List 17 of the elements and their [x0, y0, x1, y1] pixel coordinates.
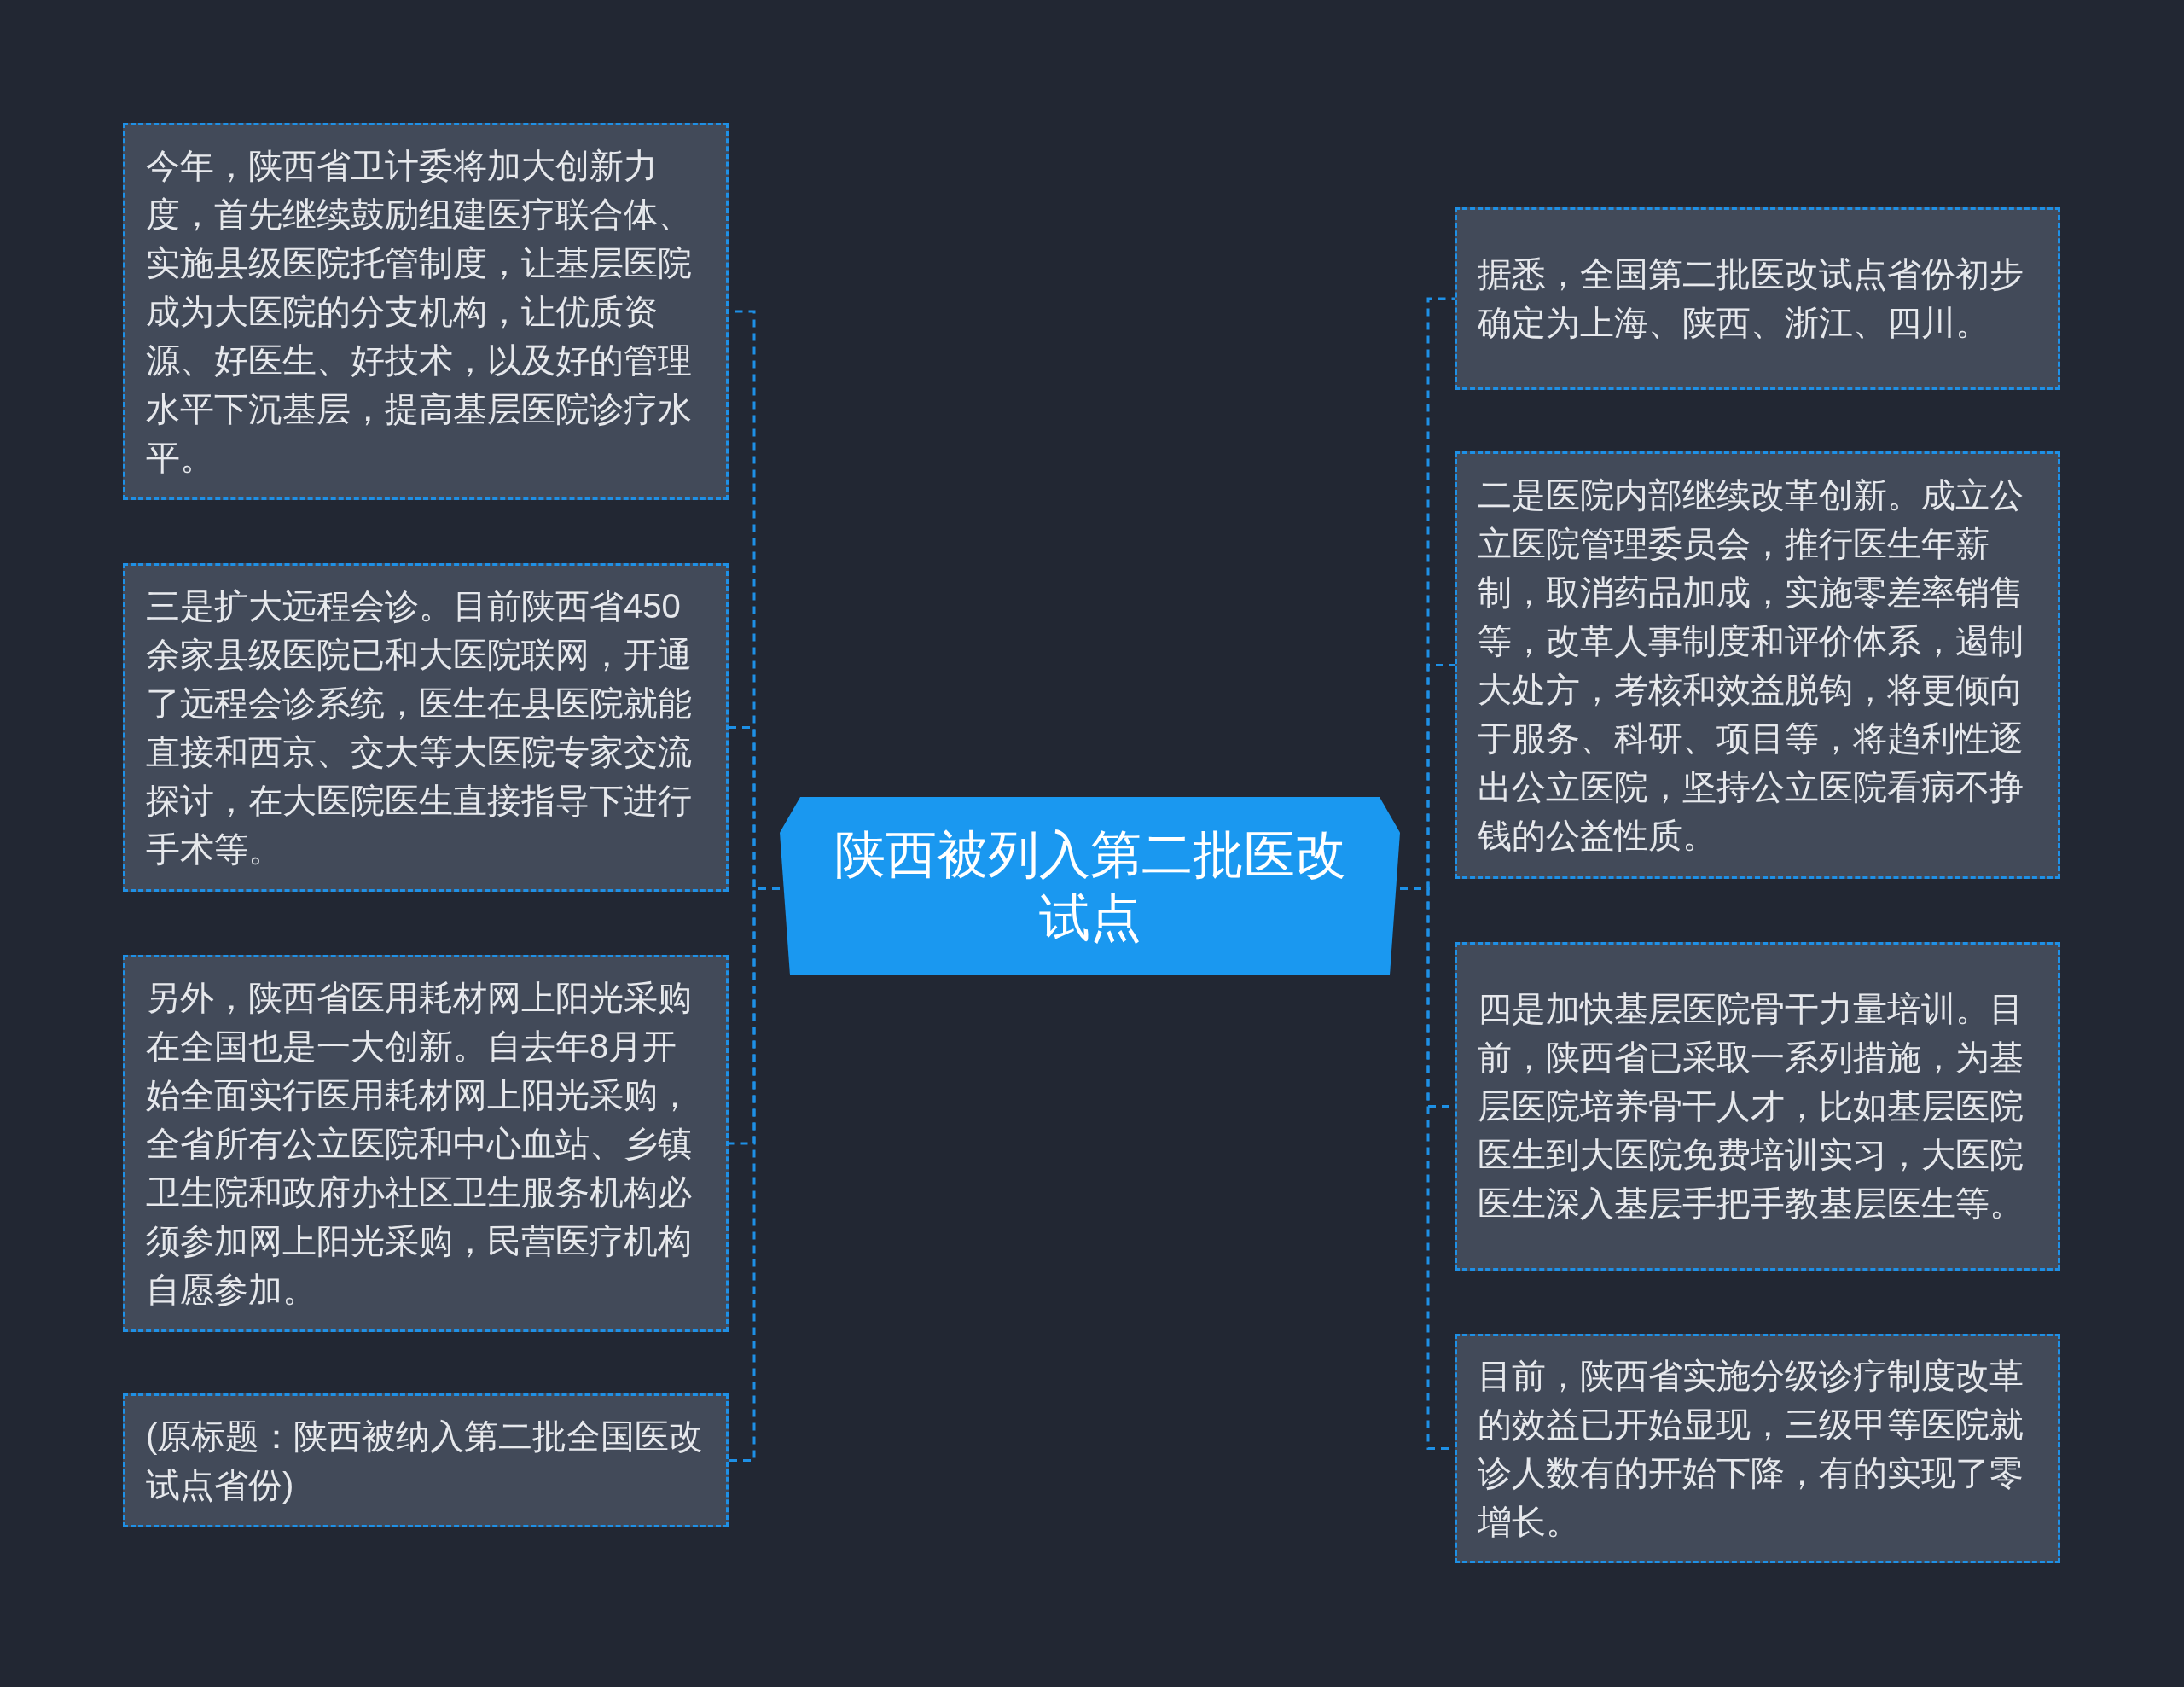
- text-box: [1455, 942, 2060, 1271]
- paragraph: 另外，陕西省医用耗材网上阳光采购在全国也是一大创新。自去年8月开始全面实行医用耗材网上阳光采购，全省所有公立医院和中心血站、乡镇卫生院和政府办社区卫生服务机构必须参加网上阳光采购，民营医疗机构自愿参加。: [146, 977, 693, 1310]
- paragraph: 今年，陕西省卫计委将加大创新力度，首先继续鼓励组建医疗联合体、实施县级医院托管制度，让基层医院成为大医院的分支机构，让优质资源、好医生、好技术，以及好的管理水平下沉基层，提高基层医院诊疗水平。: [146, 145, 693, 478]
- paragraph: 据悉，全国第二批医改试点省份初步确定为上海、陕西、浙江、四川。: [1478, 254, 2024, 343]
- paragraph: (原标题：陕西被纳入第二批全国医改试点省份): [146, 1416, 705, 1505]
- paragraph: 四是加快基层医院骨干力量培训。目前，陕西省已采取一系列措施，为基层医院培养骨干人才，比如基层医院医生到大医院免费培训实习，大医院医生深入基层手把手教基层医生等。: [1478, 989, 2024, 1224]
- text-box: [1455, 451, 2060, 879]
- text-box: [1455, 1334, 2060, 1563]
- paragraph: 三是扩大远程会诊。目前陕西省450余家县级医院已和大医院联网，开通了远程会诊系统，医生在县医院就能直接和西京、交大等大医院专家交流探讨，在大医院医生直接指导下进行手术等。: [146, 585, 693, 870]
- text-box: [1455, 207, 2060, 390]
- text-box: [123, 1393, 729, 1527]
- paragraph: 二是医院内部继续改革创新。成立公立医院管理委员会，推行医生年薪制，取消药品加成，实施零差率销售等，改革人事制度和评价体系，遏制大处方，考核和效益脱钩，将更倾向于服务、科研、项目等，将趋利性逐出公立医院，坚持公立医院看病不挣钱的公益性质。: [1478, 474, 2024, 856]
- paragraph: 目前，陕西省实施分级诊疗制度改革的效益已开始显现，三级甲等医院就诊人数有的开始下降，有的实现了零增长。: [1478, 1355, 2024, 1542]
- topic-text: 陕西被列入第二批医改试点: [833, 824, 1347, 948]
- text-box: [123, 955, 729, 1332]
- text-box: [123, 123, 729, 500]
- text-box: [123, 563, 729, 892]
